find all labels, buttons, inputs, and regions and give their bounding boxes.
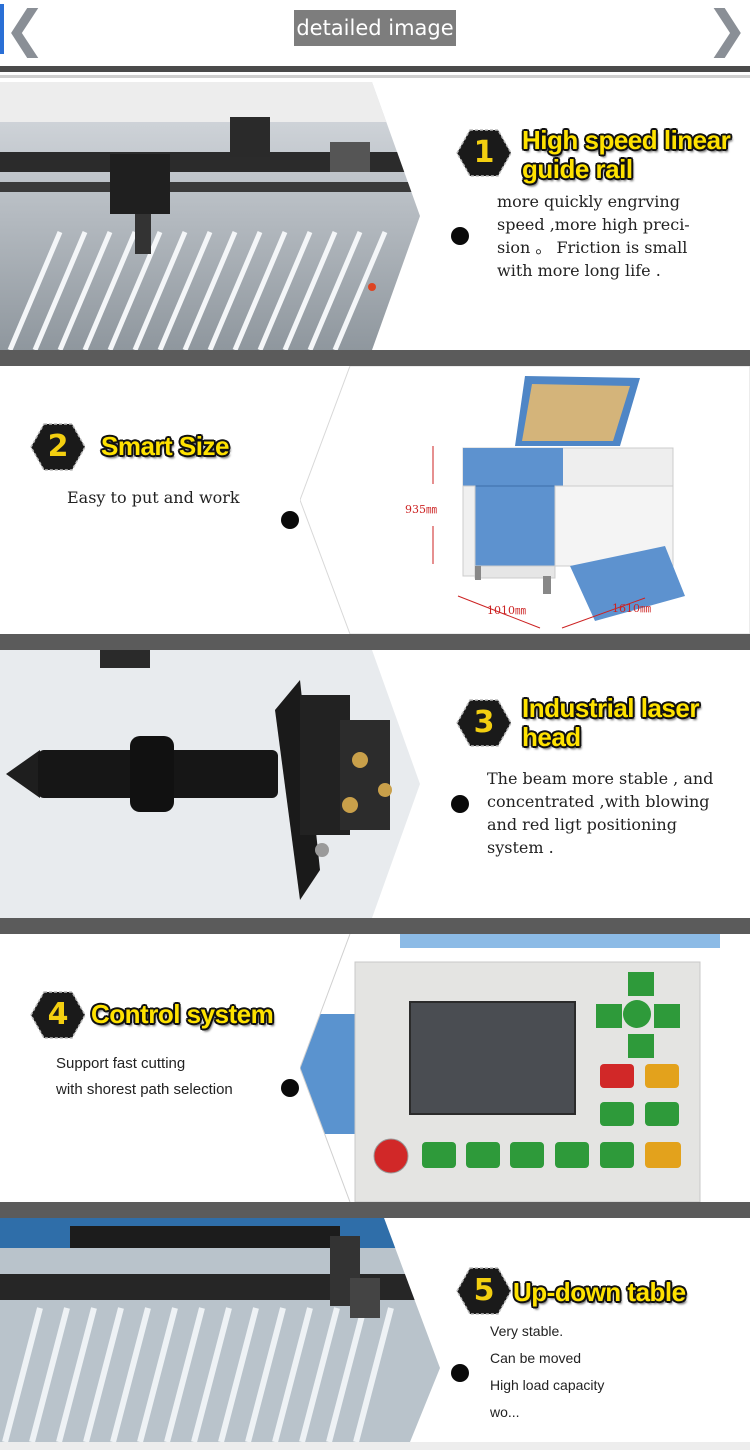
chevron-left-icon[interactable]: ❮ (0, 4, 46, 54)
height-dimension: 935㎜ (405, 503, 437, 516)
feature-title: High speed linear guide rail (522, 125, 731, 184)
bullet-dot (451, 1364, 469, 1382)
feature-description: Easy to put and work (67, 488, 240, 507)
guide-rail-photo (0, 82, 420, 350)
section-divider (0, 1202, 750, 1218)
feature-section-5: 5 Up-down table Very stable. Can be move… (0, 1218, 750, 1442)
feature-description: more quickly engrving speed ,more high p… (497, 192, 690, 280)
bullet-dot (281, 1079, 299, 1097)
header-divider (0, 66, 750, 72)
number-badge: 5 (456, 1266, 512, 1316)
number-badge: 1 (456, 128, 512, 178)
bullet-dot (281, 511, 299, 529)
number-badge: 2 (30, 422, 86, 472)
header-divider-light (0, 75, 750, 78)
bullet-dot (451, 227, 469, 245)
machine-photo (300, 366, 750, 634)
feature-title: Smart Size (101, 431, 229, 461)
laser-head-photo (0, 650, 420, 918)
feature-section-4: 4 Control system Support fast cutting wi… (0, 934, 750, 1202)
feature-section-1: 1 High speed linear guide rail more quic… (0, 82, 750, 350)
feature-description: The beam more stable , and concentrated … (487, 769, 714, 857)
depth-dimension: 1010㎜ (487, 604, 526, 617)
section-divider (0, 350, 750, 366)
section-divider (0, 634, 750, 650)
up-down-table-photo (0, 1218, 440, 1442)
control-panel-photo (300, 934, 750, 1202)
feature-title: Up-down table (513, 1277, 686, 1307)
feature-description: Support fast cutting with shorest path s… (56, 1055, 233, 1098)
feature-section-2: 935㎜ 1010㎜ 1610㎜ 2 Smart Size Easy to pu… (0, 366, 750, 634)
feature-section-3: 3 Industrial laser head The beam more st… (0, 650, 750, 918)
number-badge: 4 (30, 990, 86, 1040)
section-divider (0, 918, 750, 934)
feature-title: Control system (91, 999, 274, 1029)
footer-strip (0, 1442, 750, 1450)
number-badge: 3 (456, 698, 512, 748)
header-bar: ❮ detailed image ❯ (0, 0, 750, 62)
feature-title: Industrial laser head (522, 693, 699, 752)
chevron-right-icon[interactable]: ❯ (706, 0, 748, 58)
bullet-dot (451, 795, 469, 813)
page-title: detailed image (294, 10, 456, 46)
width-dimension: 1610㎜ (612, 602, 651, 615)
feature-description: Very stable. Can be moved High load capa… (490, 1323, 605, 1420)
